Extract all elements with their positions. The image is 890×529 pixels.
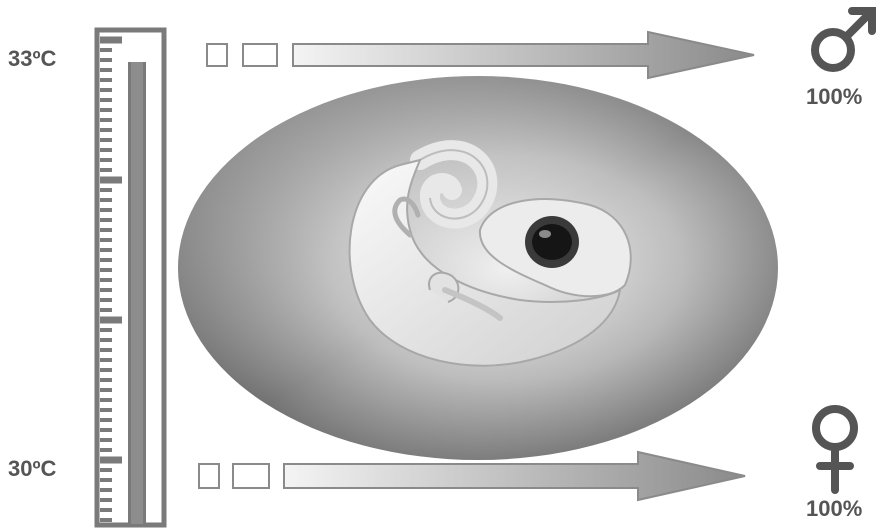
thermometer-ticks: [100, 40, 122, 520]
female-symbol-icon: [816, 409, 854, 490]
temperature-high-label: 33ºC: [8, 46, 56, 72]
egg-illustration: [178, 76, 778, 460]
female-percent-label: 100%: [806, 496, 862, 522]
temperature-low-label: 30ºC: [8, 456, 56, 482]
male-symbol-icon: [815, 11, 872, 68]
thermometer: [97, 30, 164, 525]
male-percent-label: 100%: [806, 84, 862, 110]
arrow-high: [207, 32, 754, 78]
